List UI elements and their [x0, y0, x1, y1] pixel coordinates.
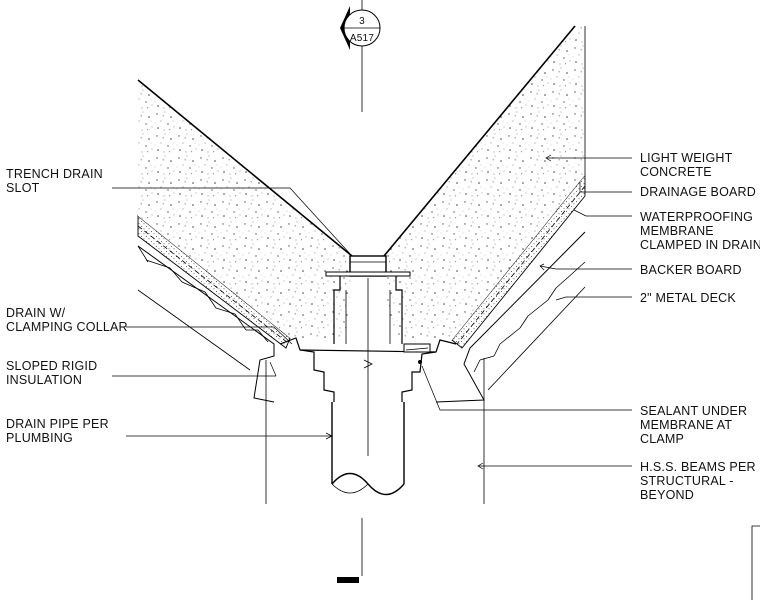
label-trench-drain-slot: TRENCH DRAIN SLOT [6, 167, 107, 195]
label-metal-deck: 2" METAL DECK [640, 291, 736, 305]
light-weight-concrete-fill [137, 25, 586, 340]
label-drain-clamping-collar: DRAIN W/ CLAMPING COLLAR [6, 306, 128, 334]
label-drain-pipe: DRAIN PIPE PER PLUMBING [6, 417, 113, 445]
drain-pipe [331, 278, 405, 496]
label-drainage-board: DRAINAGE BOARD [640, 185, 756, 199]
right-leaders [421, 154, 632, 470]
sloped-rigid-insulation-band [137, 173, 586, 349]
label-sealant: SEALANT UNDER MEMBRANE AT CLAMP [640, 404, 751, 446]
label-waterproofing-membrane: WATERPROOFING MEMBRANE CLAMPED IN DRAIN [640, 210, 760, 252]
sheet-border [751, 525, 760, 600]
left-leaders [112, 187, 353, 440]
section-sheet: A517 [350, 33, 374, 44]
section-break [337, 518, 363, 583]
metal-deck-layers [137, 231, 586, 403]
section-marker[interactable]: 3 A517 [340, 0, 381, 112]
hss-beam-lines [265, 358, 485, 504]
label-backer-board: BACKER BOARD [640, 263, 742, 277]
section-number: 3 [359, 16, 365, 27]
label-sloped-rigid-insulation: SLOPED RIGID INSULATION [6, 359, 101, 387]
label-hss-beams: H.S.S. BEAMS PER STRUCTURAL - BEYOND [640, 460, 759, 502]
label-light-weight-concrete: LIGHT WEIGHT CONCRETE [640, 151, 736, 179]
